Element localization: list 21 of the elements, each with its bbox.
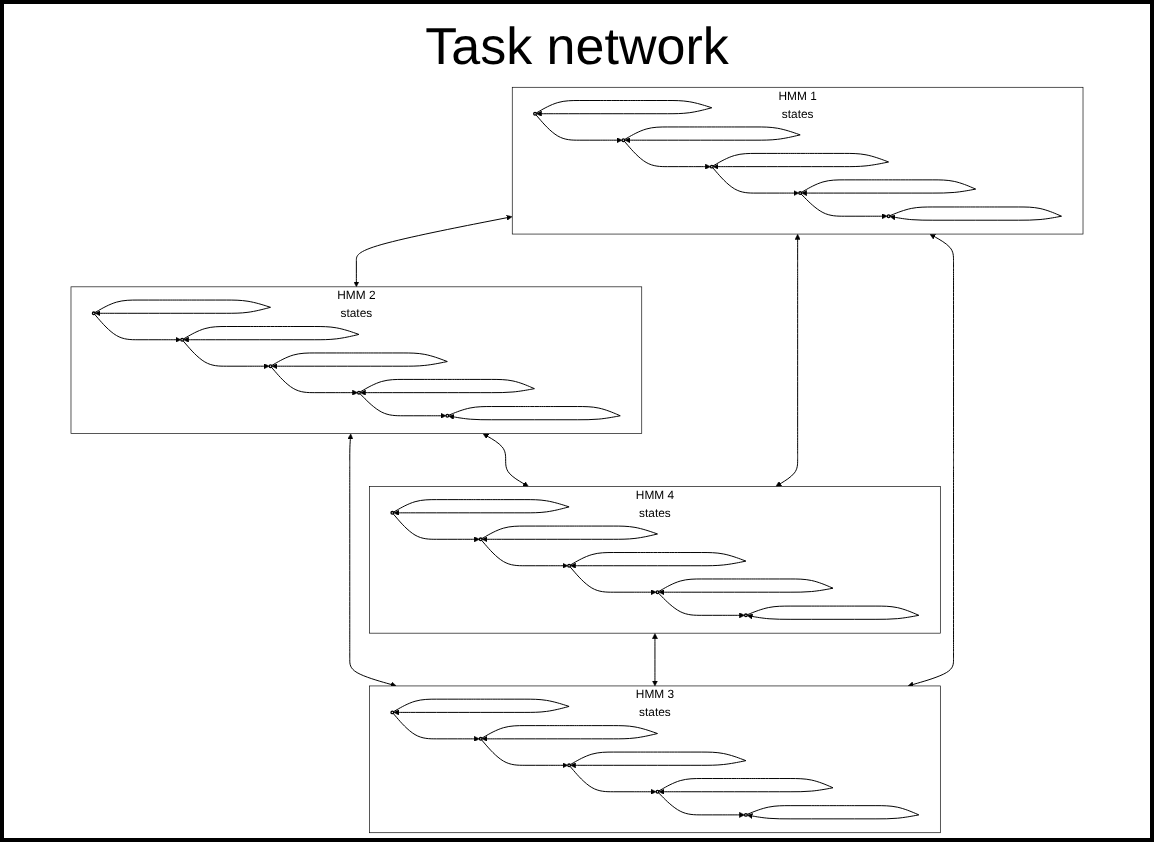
node-circle [798,191,803,196]
node-circle [478,537,483,542]
node-circle [655,789,660,794]
node-circle [621,138,626,143]
node-circle [356,390,361,395]
node-circle [390,710,395,715]
node-circle [567,563,572,568]
node-circle [709,164,714,169]
node-circle [91,311,96,316]
node-circle [390,510,395,515]
node-circle [445,413,450,418]
node-circle [567,763,572,768]
node-circle [743,812,748,817]
node-circle [268,364,273,369]
diagram-title: Task network [425,16,729,78]
node-circle [886,214,891,219]
node-circle [533,111,537,116]
node-circle [655,590,660,595]
node-circle [180,337,185,342]
node-circle [743,613,748,618]
node-circle [478,736,483,741]
